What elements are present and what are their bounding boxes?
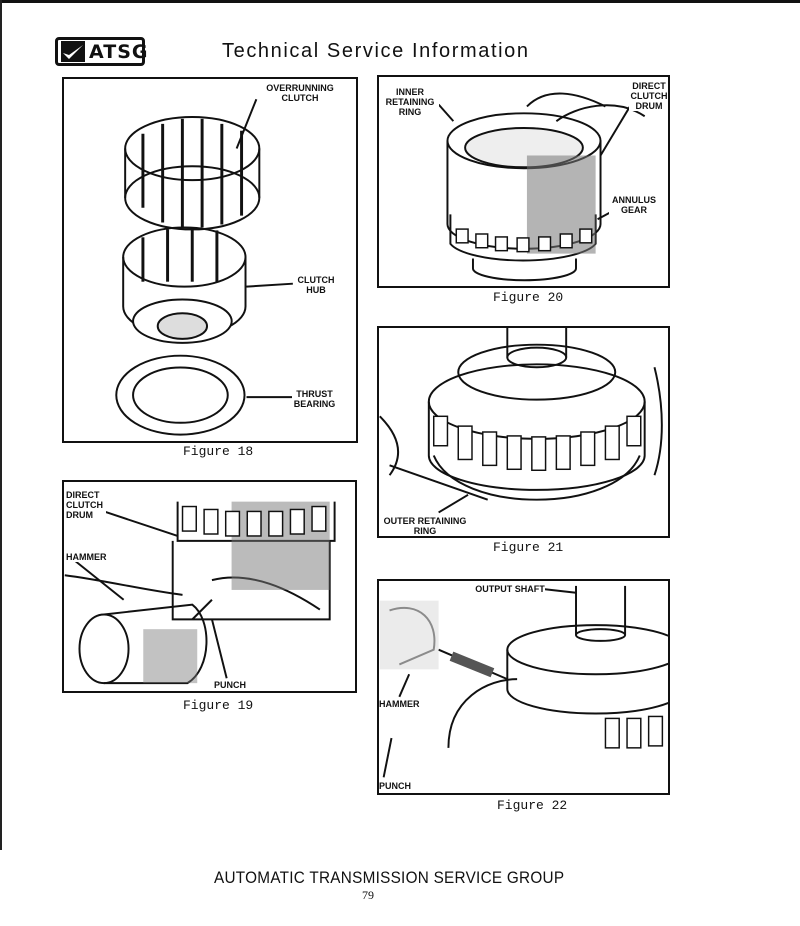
label-clutch-hub: CLUTCH HUB bbox=[296, 275, 336, 295]
figure-19-caption: Figure 19 bbox=[183, 698, 254, 713]
figure-20: INNER RETAINING RING DIRECT CLUTCH DRUM … bbox=[377, 75, 670, 288]
label-hammer: HAMMER bbox=[379, 699, 424, 709]
label-overrunning-clutch: OVERRUNNING CLUTCH bbox=[260, 83, 340, 103]
label-thrust-bearing: THRUST BEARING bbox=[292, 389, 337, 409]
outer-retaining-ring-illustration bbox=[379, 328, 663, 514]
label-annulus-gear: ANNULUS GEAR bbox=[609, 195, 659, 215]
atsg-logo: ATSG bbox=[55, 37, 149, 66]
label-direct-clutch-drum: DIRECT CLUTCH DRUM bbox=[629, 81, 668, 111]
figure-21: OUTER RETAINING RING bbox=[377, 326, 670, 538]
page-left-edge bbox=[0, 0, 2, 850]
label-punch: PUNCH bbox=[212, 680, 248, 690]
figure-18-caption: Figure 18 bbox=[183, 444, 254, 459]
figure-18: OVERRUNNING CLUTCH CLUTCH HUB THRUST BEA… bbox=[62, 77, 358, 443]
hammer-punch-illustration bbox=[64, 501, 336, 685]
label-inner-retaining-ring: INNER RETAINING RING bbox=[381, 87, 439, 117]
figure-20-caption: Figure 20 bbox=[493, 290, 564, 305]
page-title: Technical Service Information bbox=[222, 40, 530, 62]
figure-19: DIRECT CLUTCH DRUM HAMMER PUNCH bbox=[62, 480, 357, 693]
output-shaft-illustration bbox=[379, 585, 668, 778]
footer-organization: AUTOMATIC TRANSMISSION SERVICE GROUP bbox=[214, 868, 565, 887]
figure-21-caption: Figure 21 bbox=[493, 540, 564, 555]
checkmark-icon bbox=[61, 41, 85, 62]
logo-text: ATSG bbox=[89, 40, 149, 63]
clutch-assembly-illustration bbox=[115, 98, 293, 436]
label-outer-retaining-ring: OUTER RETAINING RING bbox=[383, 516, 467, 536]
label-direct-clutch-drum: DIRECT CLUTCH DRUM bbox=[66, 490, 106, 520]
direct-clutch-drum-illustration bbox=[437, 92, 646, 282]
figure-22-caption: Figure 22 bbox=[497, 798, 568, 813]
page-top-edge bbox=[0, 0, 800, 3]
label-output-shaft: OUTPUT SHAFT bbox=[475, 584, 545, 594]
label-punch: PUNCH bbox=[379, 781, 419, 791]
label-hammer: HAMMER bbox=[66, 552, 111, 562]
page-number: 79 bbox=[362, 888, 374, 902]
figure-22: OUTPUT SHAFT HAMMER PUNCH bbox=[377, 579, 670, 795]
